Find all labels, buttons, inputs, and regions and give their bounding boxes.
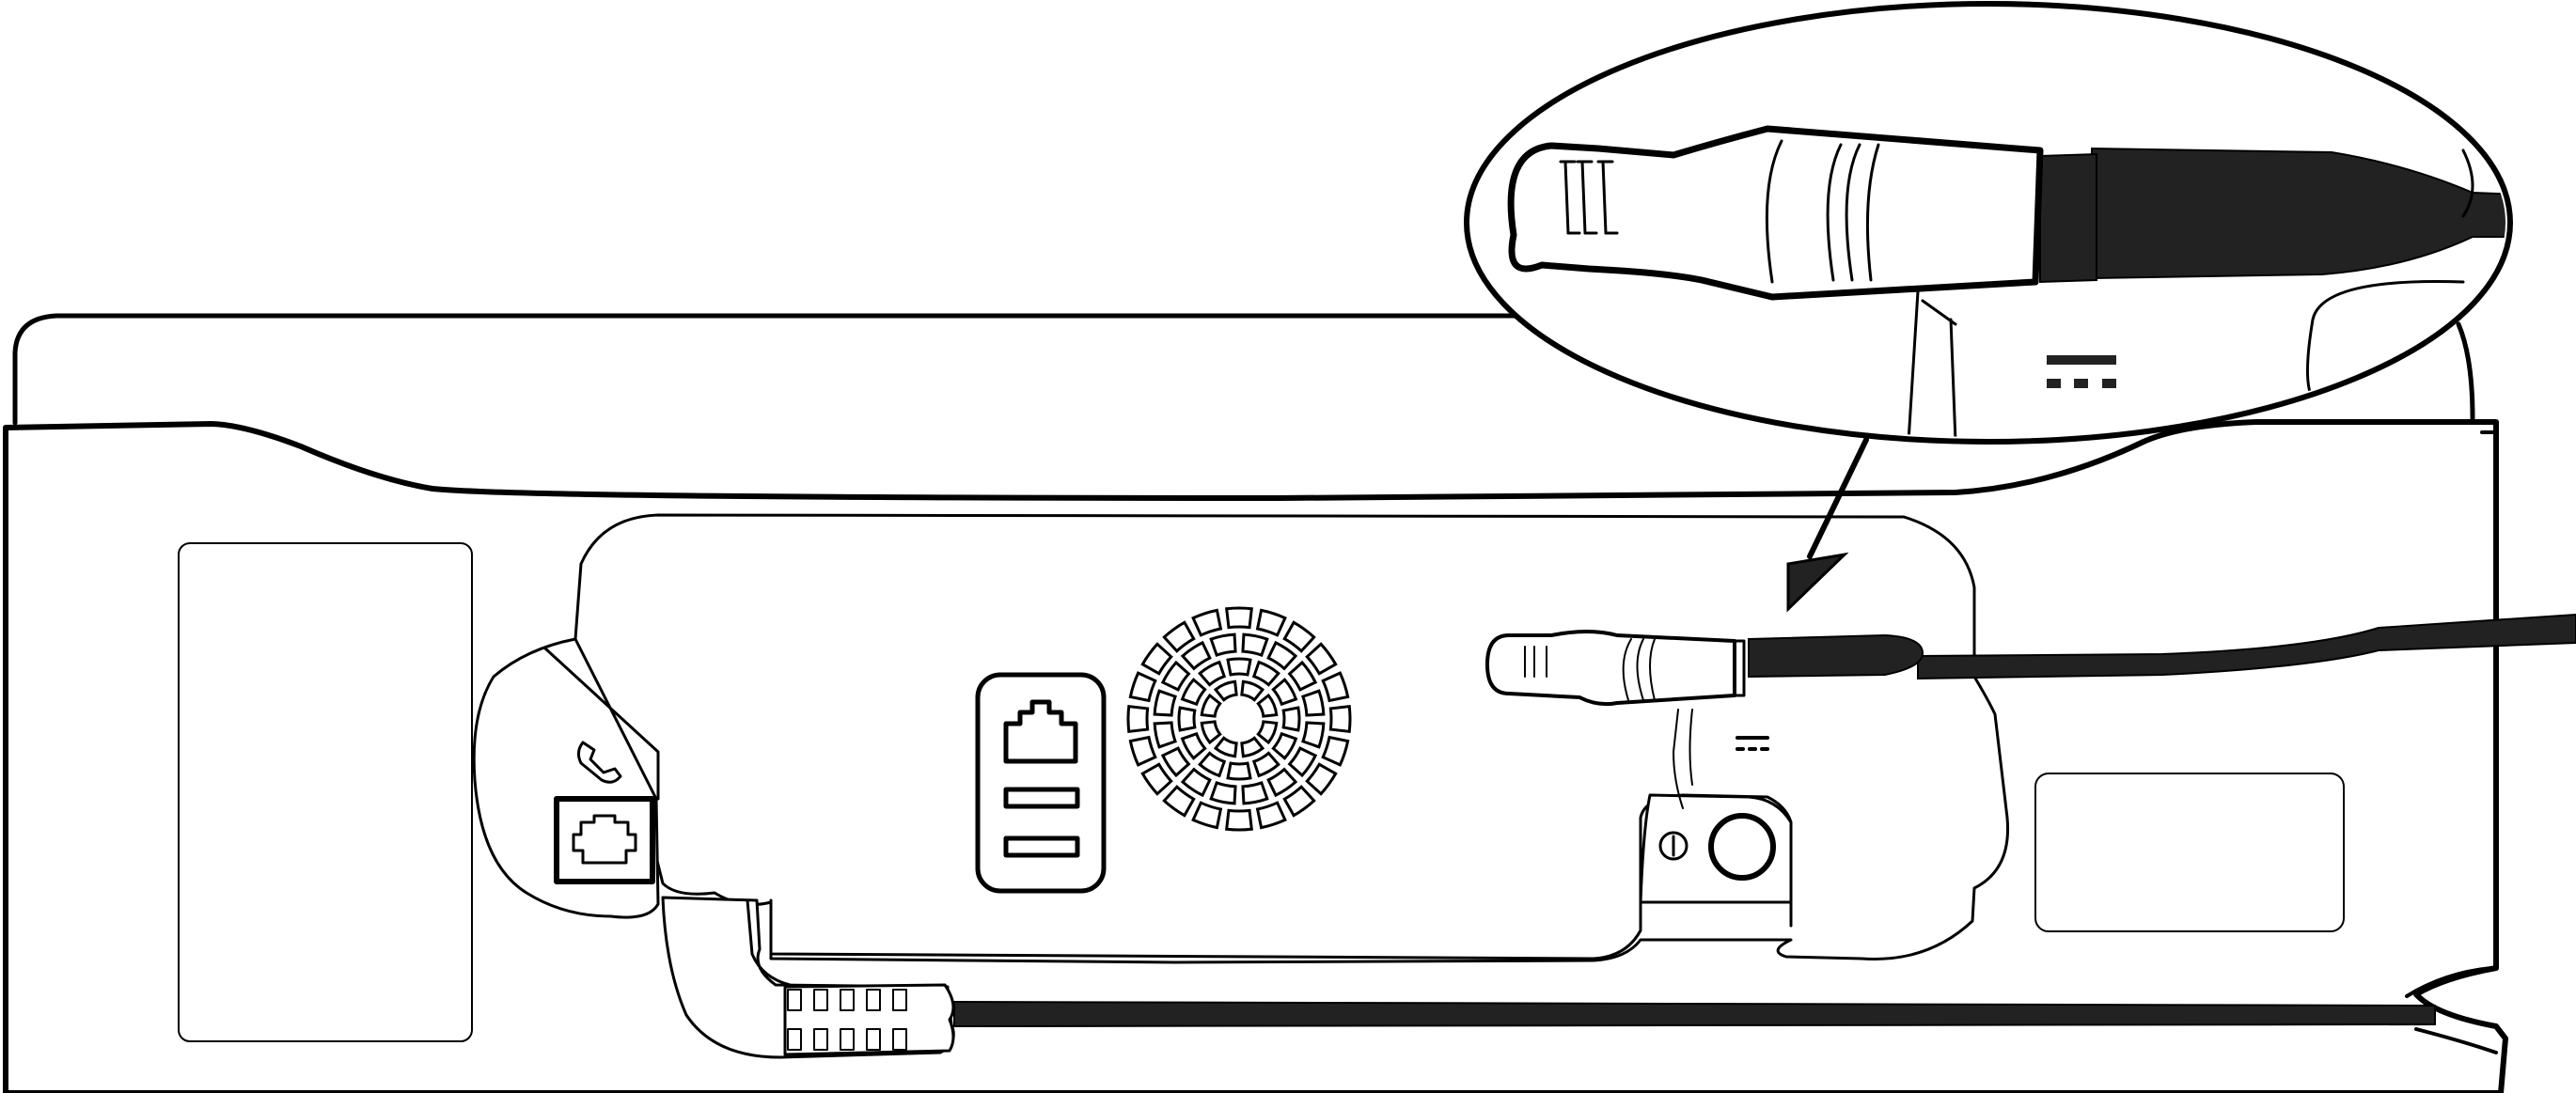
right-label-plate: [2034, 773, 2345, 932]
grille-slot: [1128, 735, 1157, 767]
magnified-plug-callout: [1464, 1, 2513, 445]
grille-slot: [1213, 736, 1238, 758]
grille-slot: [1180, 678, 1207, 707]
grille-slot: [1266, 767, 1298, 798]
grille-slot: [1160, 660, 1191, 692]
grille-slot: [1213, 679, 1238, 702]
grille-slot: [1255, 801, 1287, 830]
usb-port-2: [1003, 835, 1080, 858]
grille-slot: [1271, 678, 1298, 707]
grille-slot: [1240, 679, 1265, 702]
grille-slot: [1251, 660, 1280, 687]
grille-slot: [1321, 671, 1350, 703]
dc-power-jack: [1639, 709, 1793, 904]
grille-slot: [1200, 693, 1222, 718]
grille-slot: [1251, 751, 1280, 778]
ethernet-usb-block: [975, 672, 1107, 894]
grille-slot: [1140, 642, 1173, 676]
grille-slot: [1177, 706, 1197, 732]
grille-slot: [1305, 642, 1338, 676]
grille-slot: [1128, 671, 1157, 703]
power-cable: [1917, 613, 2576, 680]
grille-slot: [1209, 781, 1237, 805]
grille-slot: [1200, 720, 1222, 745]
grille-slot: [1162, 620, 1196, 653]
grille-slot: [1287, 746, 1318, 778]
grille-slot: [1281, 706, 1301, 732]
usb-port-1: [1003, 787, 1080, 809]
power-plug-inserted: [1485, 630, 1924, 707]
grille-slot: [1140, 762, 1173, 796]
grille-slot: [1301, 689, 1326, 717]
grille-slot: [1162, 785, 1196, 818]
phone-line-port: [554, 741, 655, 884]
grille-slot: [1240, 736, 1265, 758]
dc-symbol-large-icon: [2047, 355, 2116, 388]
left-label-plate: [178, 542, 473, 1042]
phone-plug: [783, 983, 955, 1056]
grille-slot: [1256, 720, 1279, 745]
grille-slot: [1241, 781, 1269, 805]
speaker-grille: [1126, 606, 1352, 832]
network-icon: [1003, 699, 1078, 764]
phone-cable: [783, 983, 2436, 1056]
grille-slot: [1271, 731, 1298, 760]
grille-slot: [1198, 751, 1227, 778]
grille-slot: [1321, 735, 1350, 767]
grille-slot: [1301, 721, 1326, 749]
grille-slot: [1180, 767, 1212, 798]
grille-slot: [1153, 689, 1177, 717]
grille-slot: [1126, 705, 1150, 733]
grille-slot: [1160, 746, 1191, 778]
grille-slot: [1153, 721, 1177, 749]
grille-slot: [1198, 660, 1227, 687]
grille-slot: [1255, 608, 1287, 637]
grille-slot: [1226, 761, 1252, 781]
grille-slot: [1305, 762, 1338, 796]
grille-slot: [1282, 620, 1316, 653]
rj11-socket: [572, 814, 637, 865]
grille-slot: [1226, 657, 1252, 677]
grille-slot: [1191, 801, 1223, 830]
grille-slot: [1256, 693, 1279, 718]
grille-slot: [1209, 632, 1237, 657]
grille-slot: [1180, 640, 1212, 671]
grille-slot: [1287, 660, 1318, 692]
callout-arrow: [1786, 437, 1869, 613]
dc-symbol-icon: [1736, 736, 1769, 751]
grille-slot: [1241, 632, 1269, 657]
grille-slot: [1225, 606, 1253, 630]
grille-slot: [1266, 640, 1298, 671]
grille-slot: [1191, 608, 1223, 637]
grille-slot: [1328, 705, 1352, 733]
grille-slot: [1225, 808, 1253, 832]
grille-slot: [1282, 785, 1316, 818]
handset-icon: [576, 741, 622, 784]
dc-jack-socket: [1708, 813, 1776, 881]
grille-slot: [1180, 731, 1207, 760]
